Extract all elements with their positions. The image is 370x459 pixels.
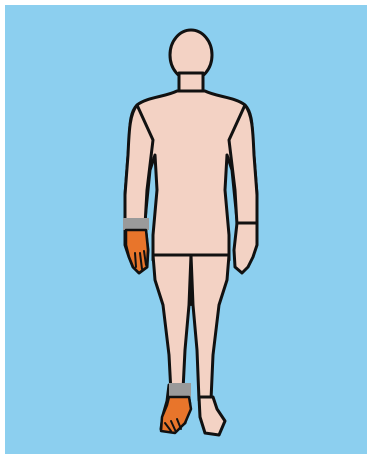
highlight-left-foot-band [169,383,191,397]
body-diagram [5,5,367,454]
diagram-panel [5,5,367,454]
highlight-right-hand-band [123,218,149,230]
